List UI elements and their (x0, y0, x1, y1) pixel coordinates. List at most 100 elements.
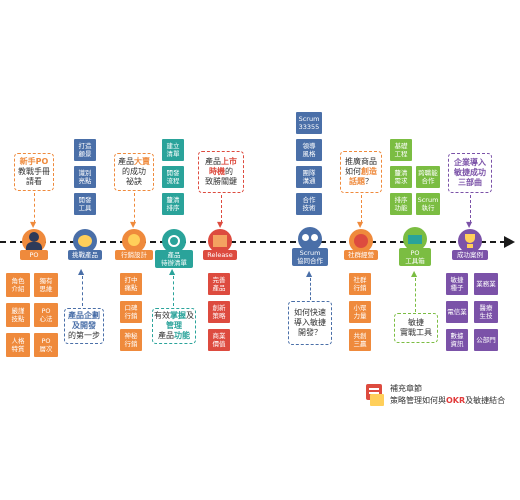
stage-toolbox-icon (403, 227, 427, 251)
connector-s5 (221, 195, 222, 223)
footer-line2-c: 及敏捷結合 (465, 396, 506, 405)
stage-release-icon (208, 229, 232, 253)
card-promote-2: ？ (365, 177, 373, 186)
card-release: 產品上市 時機的 致勝關鍵 (198, 151, 244, 193)
box-s5-3: 商業 價值 (208, 329, 230, 351)
stage-label-scrum: Scrum 協同合作 (292, 248, 328, 266)
connector-s4 (173, 276, 174, 306)
box-s2-3: 開發 工具 (74, 193, 96, 215)
card-product-success-2: 的成功 祕訣 (122, 167, 146, 186)
footer-okr: OKR (446, 396, 466, 405)
box-s1-5: 人格 特質 (6, 333, 30, 357)
connector-s5-arrow: ▼ (217, 220, 224, 229)
card-enterprise: 企業導入 敏捷成功 三部曲 (448, 153, 492, 193)
connector-s2-arrow: ▲ (78, 267, 85, 276)
box-s6-1: Scrum 33355 (296, 112, 322, 134)
connector-s7 (361, 195, 362, 223)
box-s3-1: 打中 痛點 (120, 273, 142, 295)
box-s1-6: PO 層次 (34, 333, 58, 357)
card-tools-text: 敏捷 實戰工具 (400, 318, 432, 337)
card-planning-text: 的第一步 (68, 331, 100, 340)
footer-book-icon-2 (370, 394, 384, 406)
stage-trophy-icon (458, 229, 482, 253)
stage-backlog-icon (162, 229, 186, 253)
connector-s3-arrow: ▼ (130, 220, 137, 229)
stage-label-marketing: 行銷設計 (115, 250, 153, 260)
box-s7-3: 共創 三贏 (349, 329, 371, 351)
stage-scrum-icon (298, 227, 322, 251)
stage-label-backlog: 產品 待辦清單 (155, 250, 193, 268)
connector-s6-arrow: ▲ (306, 269, 313, 278)
card-enterprise-text: 企業導入 敏捷成功 三部曲 (454, 158, 486, 187)
connector-s6 (310, 278, 311, 300)
card-new-po-text: 教戰手冊 請看 (18, 167, 50, 186)
connector-s4-arrow: ▲ (169, 267, 176, 276)
box-s4-1: 建立 清單 (162, 139, 184, 161)
box-s3-2: 口碑 行銷 (120, 301, 142, 323)
box-s3-3: 神秘 行銷 (120, 329, 142, 351)
card-release-hl: 上市 時機 (209, 157, 237, 176)
card-promote-1: 推廣商品 如何 (345, 157, 377, 176)
box-s9-2: 業務業 (474, 273, 498, 295)
card-backlog-hl2: 管理 (166, 321, 182, 330)
box-s4-2: 開發 流程 (162, 166, 184, 188)
card-product-success-hl: 大賣 (134, 157, 150, 166)
card-promote: 推廣商品 如何創造 話題？ (340, 151, 382, 193)
stage-po-icon (22, 229, 46, 253)
card-promote-hl: 創造 話題 (349, 167, 377, 186)
box-s9-5: 數據 資訊 (446, 329, 468, 351)
stage-community-icon (349, 229, 373, 253)
timeline-arrowhead (504, 236, 515, 248)
card-tools: 敏捷 實戰工具 (394, 313, 438, 343)
connector-s8-arrow: ▲ (411, 269, 418, 278)
box-s8-5: Scrum 執行 (416, 193, 440, 215)
stage-label-challenge: 挑戰產品 (68, 250, 102, 260)
card-agile: 如何快速 導入敏捷 開發？ (288, 301, 332, 345)
footer-line1: 補充章節 (390, 384, 422, 393)
footer-line2: 策略管理如何與OKR及敏捷結合 (390, 396, 505, 406)
timeline-line (0, 241, 506, 243)
connector-s9 (470, 195, 471, 223)
card-planning: 產品企劃 及開發的第一步 (64, 308, 104, 344)
stage-marketing-icon (122, 229, 146, 253)
card-new-po-highlight: 新手PO (19, 157, 49, 166)
card-release-2: 的 致勝關鍵 (205, 167, 237, 186)
box-s7-2: 小眾 力量 (349, 301, 371, 323)
connector-s2 (82, 276, 83, 306)
card-backlog: 有效掌握及管理 產品功能 (152, 308, 196, 344)
connector-s3 (134, 193, 135, 223)
box-s8-2: 釐清 需求 (390, 166, 412, 188)
box-s6-2: 領導 風格 (296, 139, 322, 161)
box-s9-4: 醫療 生技 (474, 301, 498, 323)
card-backlog-hl1: 掌握 (170, 311, 186, 320)
stage-label-community: 社群經營 (344, 250, 378, 260)
card-backlog-1: 有效 (154, 311, 170, 320)
card-product-success-1: 產品 (118, 157, 134, 166)
box-s5-2: 創新 策略 (208, 301, 230, 323)
card-agile-text: 如何快速 導入敏捷 開發？ (294, 308, 326, 337)
card-backlog-3: 產品 (158, 331, 174, 340)
box-s6-3: 團隊 溝通 (296, 166, 322, 188)
box-s5-1: 完善 產品 (208, 273, 230, 295)
card-release-1: 產品 (205, 157, 221, 166)
box-s1-4: PO 心法 (34, 303, 58, 327)
connector-s1-arrow: ▼ (30, 220, 37, 229)
footer-line2-a: 策略管理如何與 (390, 396, 446, 405)
box-s9-3: 電信業 (446, 301, 468, 323)
connector-s9-arrow: ▼ (466, 220, 473, 229)
stage-label-release: Release (203, 250, 237, 260)
card-product-success: 產品大賣的成功 祕訣 (114, 153, 154, 191)
box-s6-4: 合作 技術 (296, 193, 322, 215)
card-backlog-hl3: 功能 (174, 331, 190, 340)
box-s8-4: 跨職能 合作 (416, 166, 440, 188)
stage-label-cases: 成功案例 (452, 250, 488, 260)
box-s8-1: 基礎 工程 (390, 139, 412, 161)
box-s8-3: 排序 功能 (390, 193, 412, 215)
card-backlog-2: 及 (186, 311, 194, 320)
box-s9-1: 敏捷 種子 (446, 273, 468, 295)
box-s9-6: 公部門 (474, 329, 498, 351)
box-s7-1: 社群 行銷 (349, 273, 371, 295)
connector-s7-arrow: ▼ (357, 220, 364, 229)
connector-s8 (415, 278, 416, 312)
